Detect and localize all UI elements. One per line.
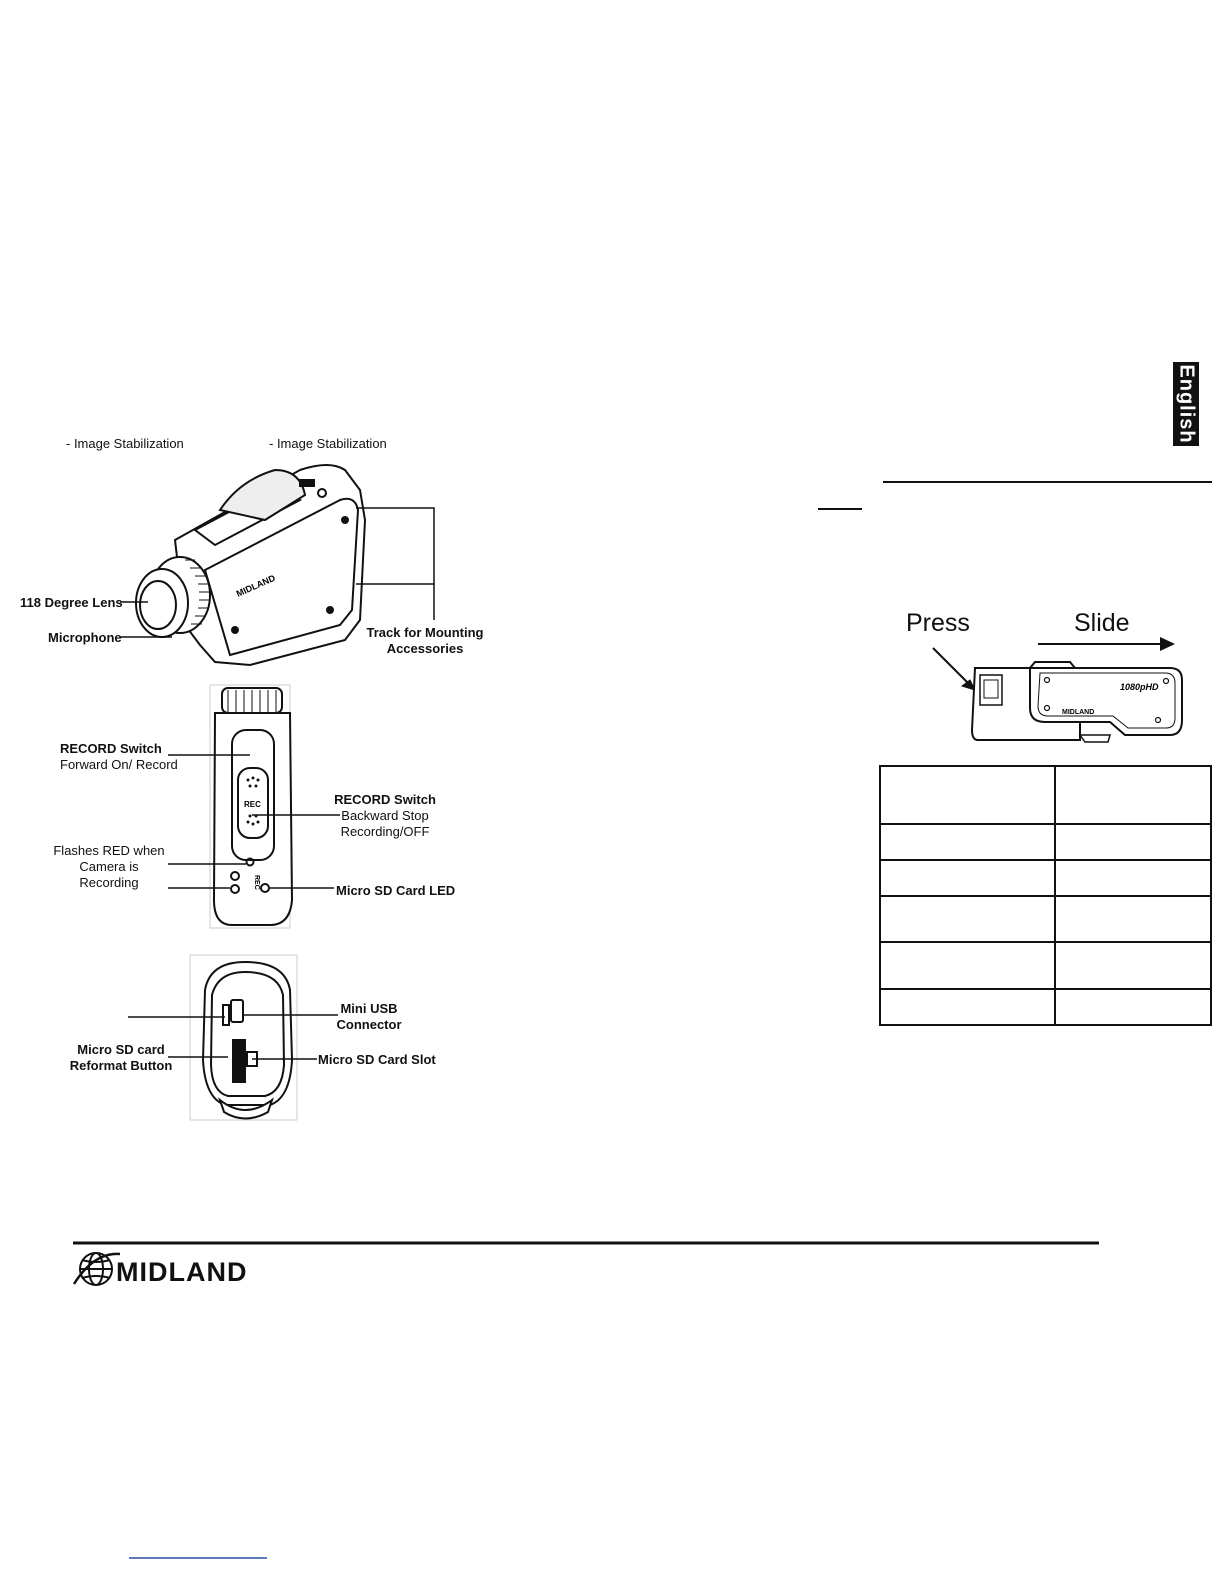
- callout-record-switch-forward: RECORD Switch Forward On/ Record: [60, 741, 180, 773]
- hd-badge: 1080pHD: [1120, 682, 1159, 692]
- table-row: [879, 823, 1212, 861]
- image-stabilization-label-right: - Image Stabilization: [269, 436, 387, 451]
- mount-brand-mark: MIDLAND: [1062, 709, 1094, 716]
- callout-record-switch-forward-title: RECORD Switch: [60, 741, 162, 756]
- callout-mini-usb-line2: Connector: [336, 1017, 402, 1032]
- table-cell: [1054, 859, 1212, 897]
- spec-table: [879, 765, 1212, 1026]
- callout-record-switch-backward-line2: Recording/OFF: [340, 824, 430, 839]
- table-cell: [1054, 895, 1212, 943]
- callout-lens: 118 Degree Lens: [20, 595, 123, 610]
- callout-reformat-button-line2: Reformat Button: [69, 1058, 173, 1073]
- footer-brand-logo: MIDLAND: [116, 1257, 248, 1287]
- callout-microphone: Microphone: [48, 630, 122, 645]
- callout-sd-card-led: Micro SD Card LED: [336, 883, 456, 898]
- callout-mini-usb-line1: Mini USB: [340, 1001, 398, 1016]
- callout-record-switch-backward: RECORD Switch Backward Stop Recording/OF…: [330, 792, 440, 840]
- callout-record-switch-backward-title: RECORD Switch: [334, 792, 436, 807]
- callout-track-line1: Track for Mounting: [366, 625, 484, 640]
- callout-track: Track for Mounting Accessories: [355, 625, 495, 657]
- table-row: [879, 895, 1212, 943]
- table-row: [879, 941, 1212, 990]
- callout-mini-usb: Mini USB Connector: [328, 1001, 410, 1033]
- rec-led-text: REC: [253, 875, 260, 890]
- callout-rec-led-line1: Flashes RED when: [53, 843, 165, 858]
- callout-sd-card-slot: Micro SD Card Slot: [318, 1052, 436, 1067]
- language-tab: English: [1173, 362, 1199, 446]
- callout-rec-led-line2: Camera is Recording: [79, 859, 139, 890]
- callout-record-switch-backward-line1: Backward Stop: [341, 808, 429, 823]
- table-cell: [879, 859, 1056, 897]
- callout-record-switch-forward-desc: Forward On/ Record: [60, 757, 178, 772]
- table-cell: [879, 895, 1056, 943]
- table-cell: [1054, 988, 1212, 1026]
- table-row: [879, 765, 1212, 825]
- rec-button-text: REC: [244, 800, 261, 809]
- table-row: [879, 859, 1212, 897]
- slide-label: Slide: [1074, 609, 1130, 637]
- table-cell: [1054, 765, 1212, 825]
- table-cell: [879, 765, 1056, 825]
- table-cell: [879, 941, 1056, 990]
- callout-track-line2: Accessories: [386, 641, 464, 656]
- image-stabilization-label-left: - Image Stabilization: [66, 436, 184, 451]
- table-cell: [1054, 941, 1212, 990]
- callout-rec-led: Flashes RED when Camera is Recording: [48, 843, 170, 891]
- callout-reformat-button-line1: Micro SD card: [77, 1042, 165, 1057]
- table-cell: [879, 823, 1056, 861]
- table-row: [879, 988, 1212, 1026]
- press-label: Press: [906, 609, 970, 637]
- table-cell: [1054, 823, 1212, 861]
- callout-reformat-button: Micro SD card Reformat Button: [62, 1042, 180, 1074]
- table-cell: [879, 988, 1056, 1026]
